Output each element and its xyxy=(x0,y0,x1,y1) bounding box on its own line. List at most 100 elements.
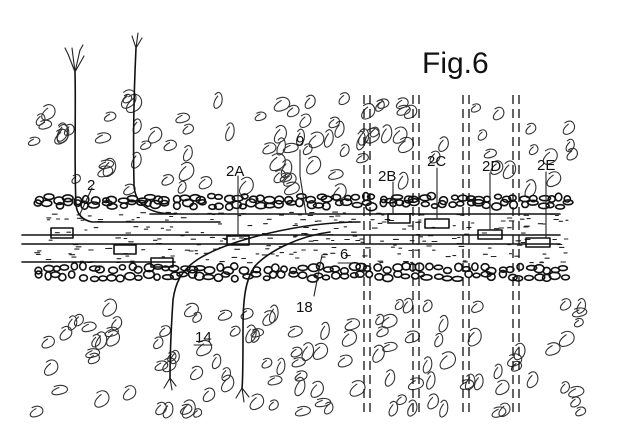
ground-squiggle xyxy=(254,111,267,122)
stone xyxy=(516,262,525,272)
ground-squiggle xyxy=(566,147,578,161)
stone xyxy=(526,199,539,206)
ground-texture xyxy=(27,89,588,419)
ground-squiggle xyxy=(217,309,233,321)
ground-squiggle xyxy=(106,330,121,347)
ground-squiggle xyxy=(502,160,517,180)
ground-squiggle xyxy=(558,330,575,347)
stone xyxy=(106,202,118,210)
ground-squiggle xyxy=(213,92,223,109)
stone xyxy=(123,271,136,281)
stone xyxy=(34,266,43,275)
stone xyxy=(213,273,224,283)
stone xyxy=(437,199,447,209)
stone xyxy=(307,263,320,273)
ground-squiggle xyxy=(381,124,393,144)
ground-squiggle xyxy=(56,122,69,142)
ground-squiggle xyxy=(41,104,56,121)
ground-squiggle xyxy=(161,174,175,186)
stone xyxy=(365,270,374,279)
ground-squiggle xyxy=(356,131,366,151)
ground-squiggle xyxy=(125,93,143,114)
stone xyxy=(554,192,563,202)
ground-squiggle xyxy=(154,360,169,371)
ground-squiggle xyxy=(404,330,420,344)
stone xyxy=(366,193,376,200)
ground-squiggle xyxy=(308,131,325,149)
stone xyxy=(348,261,361,272)
stone xyxy=(329,265,341,273)
ground-squiggle xyxy=(560,381,570,394)
stone xyxy=(61,194,74,203)
stone xyxy=(297,271,308,280)
ground-squiggle xyxy=(375,99,385,112)
ground-squiggle xyxy=(403,104,418,119)
stone xyxy=(230,274,239,283)
ground-squiggle xyxy=(184,302,199,318)
ground-squiggle xyxy=(180,403,193,415)
stone xyxy=(245,198,257,208)
ground-squiggle xyxy=(177,180,187,194)
stone xyxy=(513,274,524,282)
stone xyxy=(391,194,404,201)
ground-squiggle xyxy=(56,124,70,144)
ground-squiggle xyxy=(320,321,330,340)
ground-squiggle xyxy=(473,373,484,391)
label-2d: 2D xyxy=(482,158,501,175)
ground-squiggle xyxy=(229,325,241,337)
sensor-box xyxy=(50,227,74,239)
ground-squiggle xyxy=(576,298,587,314)
ground-squiggle xyxy=(382,341,398,353)
cables xyxy=(74,47,361,389)
label-18: 18 xyxy=(296,299,313,316)
ground-squiggle xyxy=(162,401,174,419)
ground-squiggle xyxy=(381,313,398,329)
stone xyxy=(88,265,101,272)
stone xyxy=(106,273,117,282)
ground-squiggle xyxy=(562,120,576,135)
ground-squiggle xyxy=(429,150,441,164)
ground-squiggle xyxy=(250,329,260,343)
ground-squiggle xyxy=(276,357,286,376)
ground-squiggle xyxy=(349,380,366,397)
figure-title: Fig.6 xyxy=(422,47,489,80)
ground-squiggle xyxy=(97,165,114,178)
ground-squiggle xyxy=(337,354,353,368)
ground-squiggle xyxy=(262,142,277,155)
ground-squiggle xyxy=(392,126,408,144)
ground-squiggle xyxy=(98,159,115,170)
root-tufts xyxy=(64,32,250,403)
stone xyxy=(451,275,464,282)
ground-squiggle xyxy=(434,332,444,348)
ground-squiggle xyxy=(422,356,433,374)
stone xyxy=(528,194,538,203)
stone xyxy=(424,262,434,271)
stone xyxy=(408,197,420,207)
ground-squiggle xyxy=(193,408,203,418)
stone xyxy=(547,195,557,204)
ground-squiggle xyxy=(182,145,193,162)
ground-squiggle xyxy=(559,298,572,311)
stone xyxy=(268,270,278,279)
ground-squiggle xyxy=(91,333,102,348)
stone xyxy=(118,263,127,271)
ground-squiggle xyxy=(422,299,433,313)
stone xyxy=(505,265,515,274)
stone xyxy=(321,201,331,211)
ground-squiggle xyxy=(439,351,456,370)
stone xyxy=(119,202,129,209)
ground-squiggle xyxy=(63,123,75,137)
stone xyxy=(172,201,181,211)
ground-squiggle xyxy=(94,390,110,408)
ground-squiggle xyxy=(459,379,475,390)
stone xyxy=(57,272,67,282)
ground-squiggle xyxy=(239,176,254,196)
stone xyxy=(339,272,350,280)
stone xyxy=(354,270,365,279)
stone xyxy=(222,266,235,276)
stone xyxy=(276,269,286,279)
stone xyxy=(223,194,236,204)
stone xyxy=(189,193,202,202)
stone xyxy=(305,195,316,204)
